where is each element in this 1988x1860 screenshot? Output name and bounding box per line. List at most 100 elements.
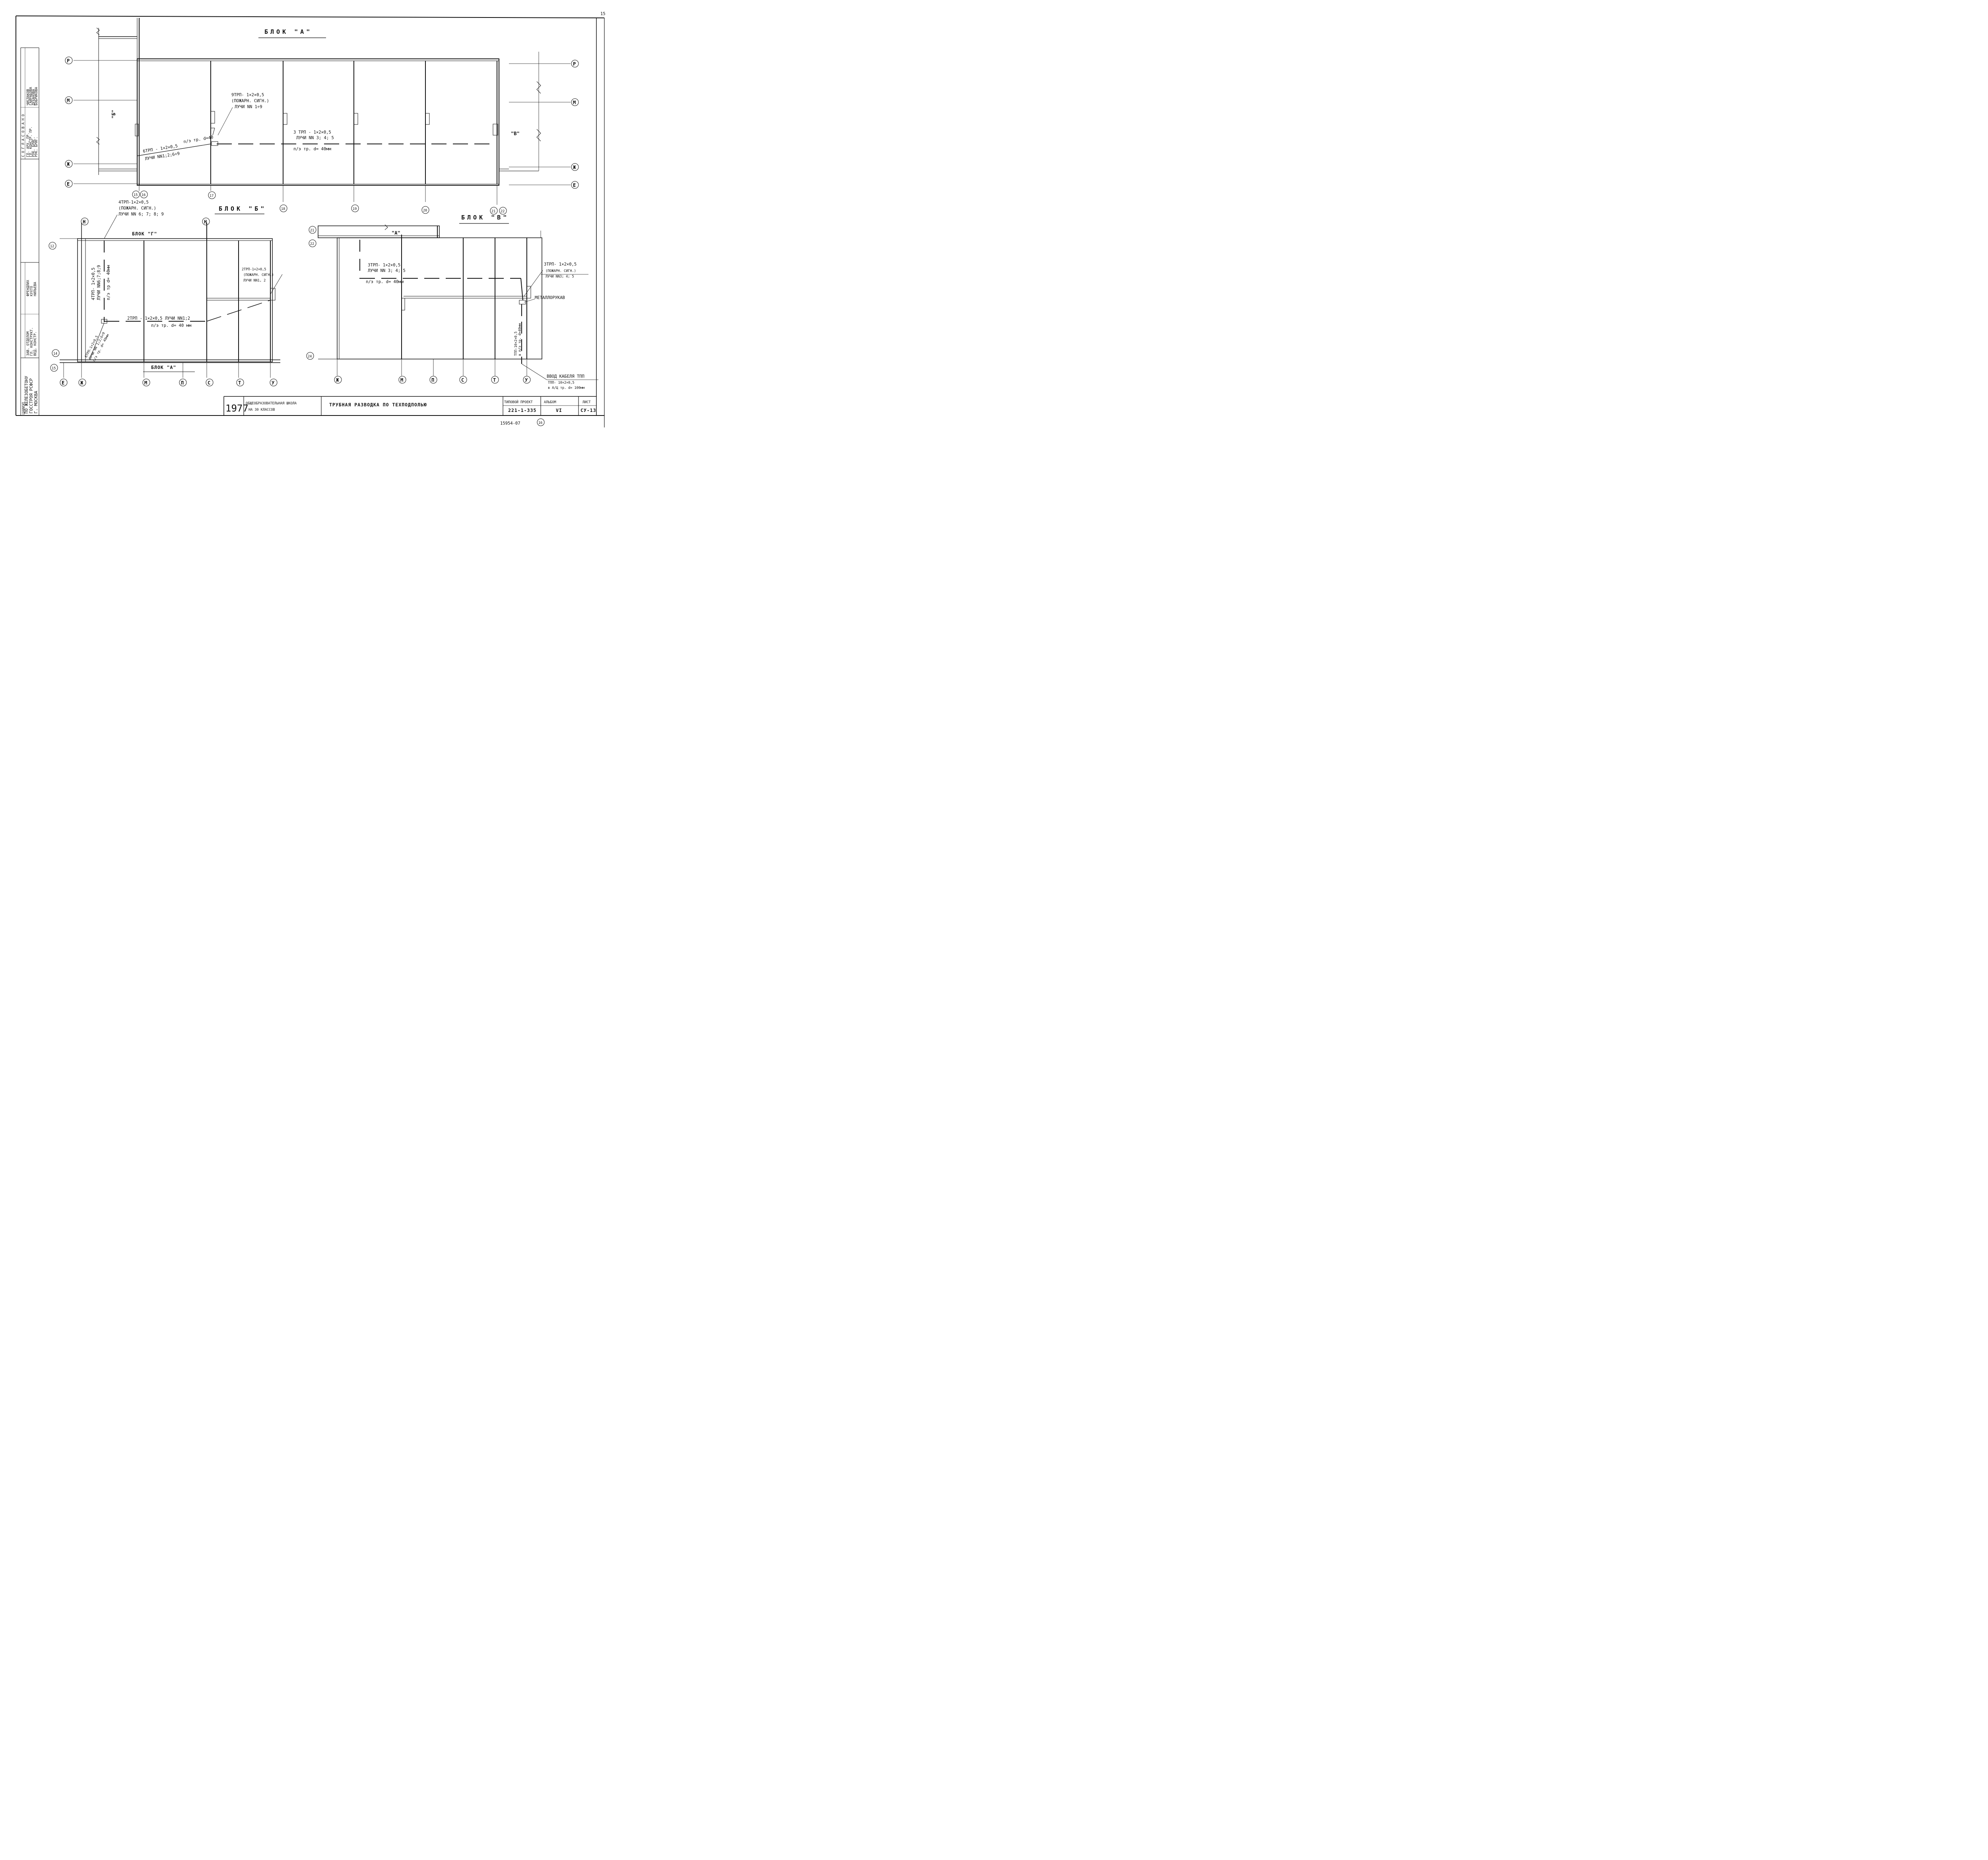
axis-label: 12 bbox=[50, 245, 54, 249]
block-v-entry-l2: ТПП- 10×2×0,5 bbox=[548, 381, 575, 385]
axis-label: Н bbox=[204, 219, 207, 225]
axis-label: 22 bbox=[501, 210, 505, 214]
axis-label: П bbox=[431, 377, 434, 383]
axis-label: 21 bbox=[310, 229, 314, 233]
block-a-col-markers: 15 16 17 18 19 20 21 22 bbox=[132, 190, 507, 215]
axis-bubble bbox=[351, 204, 359, 212]
axis-label: М bbox=[573, 100, 576, 105]
approval-role-3: РУК. БРИГ. bbox=[32, 137, 36, 157]
block-a-note3-l3: п/э тр. d= 40мм bbox=[293, 147, 332, 151]
axis-bubble bbox=[571, 60, 579, 68]
axis-label: 18 bbox=[281, 207, 285, 211]
axis-label: 15 bbox=[52, 367, 56, 371]
axis-label: 22 bbox=[310, 242, 314, 246]
sheet-frame bbox=[16, 16, 605, 427]
album-number: VI bbox=[556, 408, 562, 413]
axis-label: 19 bbox=[353, 207, 357, 211]
org-logo: ЦНИИЭП bbox=[22, 402, 26, 414]
block-a-side-left: "Б" bbox=[111, 110, 116, 118]
axis-bubble bbox=[571, 98, 579, 106]
block-a-title: БЛОК "А" bbox=[264, 28, 312, 35]
page-number: 15 bbox=[600, 12, 606, 16]
block-a-note1-l3: ЛУЧИ NN 1÷9 bbox=[235, 105, 262, 109]
axis-bubble bbox=[52, 349, 60, 357]
axis-bubble bbox=[421, 206, 429, 214]
stamp-page: 16 bbox=[538, 421, 542, 425]
block-b-note4-l1: 2ТРП - 1×2×0,5 ЛУЧИ NN1;2 bbox=[127, 316, 190, 321]
axis-label: С bbox=[461, 377, 464, 383]
axis-bubble bbox=[78, 379, 86, 386]
block-b-note1-l3: ЛУЧИ NN 6; 7; 8; 9 bbox=[118, 212, 164, 217]
axis-label: М bbox=[400, 377, 403, 383]
axis-bubble bbox=[306, 352, 314, 360]
axis-bubble bbox=[206, 379, 214, 386]
axis-bubble bbox=[65, 56, 73, 64]
axis-label: Е bbox=[573, 183, 576, 188]
axis-bubble bbox=[429, 376, 437, 384]
block-v-note2-l3: ЛУЧИ NN3; 4; 5 bbox=[546, 275, 574, 279]
axis-label: 21 bbox=[491, 210, 495, 214]
axis-bubble bbox=[280, 204, 287, 212]
axis-bubble bbox=[142, 379, 150, 386]
axis-label: Ж bbox=[67, 161, 70, 167]
signer-name-2: КУХТО bbox=[30, 286, 34, 296]
axis-label: 14 bbox=[53, 352, 57, 356]
block-b-markers: 12 14 15 Н Н Е Ж М П С Т У bbox=[49, 217, 278, 386]
project-label: ТИПОВОЙ ПРОЕКТ bbox=[504, 400, 533, 404]
block-a-note3-l1: 3 ТРП - 1×2×0,5 bbox=[293, 130, 331, 135]
axis-label: 17 bbox=[210, 194, 214, 198]
approval-role-1: ГЛ. АРХ. ПР. bbox=[26, 133, 30, 157]
block-b-note2-l1: 4ТРП- 1×2×0,5 bbox=[91, 268, 96, 300]
block-v-note2-l2: (ПОЖАРН. СИГН.) bbox=[546, 269, 576, 273]
axis-label: Ж bbox=[336, 377, 339, 383]
block-v-markers: 21 22 24 Ж М П С Т У bbox=[306, 226, 531, 384]
axis-bubble bbox=[208, 191, 216, 199]
axis-label: С bbox=[208, 380, 210, 386]
axis-label: У bbox=[272, 380, 275, 386]
approval-name-2: ГАЙРАБОВА bbox=[28, 87, 33, 105]
axis-label: Е bbox=[62, 380, 64, 386]
signer-name-3: НИЛЬЕВА bbox=[33, 282, 37, 296]
block-a-side-right: "В" bbox=[511, 131, 520, 136]
axis-bubble bbox=[499, 207, 507, 215]
block-a-plan bbox=[74, 18, 571, 205]
axis-bubble bbox=[65, 160, 73, 168]
block-v-vert-l2: в п/э тр. d=40мм bbox=[518, 323, 522, 356]
axis-bubble bbox=[236, 379, 244, 386]
block-v-title: БЛОК "В" bbox=[461, 214, 509, 221]
axis-label: У bbox=[525, 377, 528, 383]
axis-bubble bbox=[81, 217, 89, 225]
org-line-3: Г. МОСКВА bbox=[34, 390, 39, 414]
stamp-number: 15954-07 bbox=[500, 421, 520, 426]
approval-name-4: БОБРИКОВА bbox=[35, 87, 39, 105]
project-number: 221-1-335 bbox=[508, 408, 536, 413]
block-v-plan bbox=[318, 223, 598, 380]
block-v-note1-l3: п/э тр. d= 40мм bbox=[366, 280, 404, 284]
signer-role-1: ЗАВ. ОТДЕЛОМ bbox=[26, 332, 30, 356]
axis-bubble bbox=[334, 376, 342, 384]
axis-bubble bbox=[491, 376, 499, 384]
block-b-note3-l3: ЛУЧИ NN1, 2 bbox=[243, 279, 266, 283]
block-v-note2-l1: 3ТРП- 1×2×0,5 bbox=[544, 262, 577, 267]
drawing-sheet: 15 С О Г Л А С О В А Н О ГЛ. АРХ. ПР. ЧИ… bbox=[16, 12, 606, 427]
block-a-note1-l2: (ПОЖАРН. СИГН.) bbox=[231, 99, 269, 103]
block-v-metal: МЕТАЛЛОРУКАВ bbox=[535, 295, 565, 300]
block-b-note2-l2: ЛУЧИ NN6;7;8;9 bbox=[97, 265, 101, 300]
left-stamp-strip bbox=[20, 47, 39, 415]
signer-role-2: ГЛ. КОНСТРУКТ. bbox=[30, 327, 34, 356]
approval-role-2: ГЛ. КОНСТР. ПР. bbox=[29, 126, 33, 157]
approval-name-1: ЧИСЛАКОВ bbox=[26, 89, 30, 105]
title-object-l1: ОБЩЕОБРАЗОВАТЕЛЬНАЯ ШКОЛА bbox=[246, 402, 297, 406]
axis-label: М bbox=[144, 380, 147, 386]
axis-bubble bbox=[523, 376, 531, 384]
axis-bubble bbox=[179, 379, 187, 386]
axis-bubble bbox=[571, 163, 579, 171]
block-v-note1-l2: ЛУЧИ NN 3; 4; 5 bbox=[368, 268, 406, 273]
org-line-2: ГОССТРОЯ РСФСР bbox=[29, 378, 34, 414]
axis-label: 15 bbox=[134, 193, 138, 197]
approval-header: С О Г Л А С О В А Н О bbox=[21, 115, 25, 157]
axis-bubble bbox=[309, 239, 316, 247]
block-b-note3-l1: 2ТРП-1×2×0,5 bbox=[242, 268, 266, 272]
axis-bubble bbox=[140, 190, 148, 198]
axis-label: Р bbox=[67, 58, 70, 64]
